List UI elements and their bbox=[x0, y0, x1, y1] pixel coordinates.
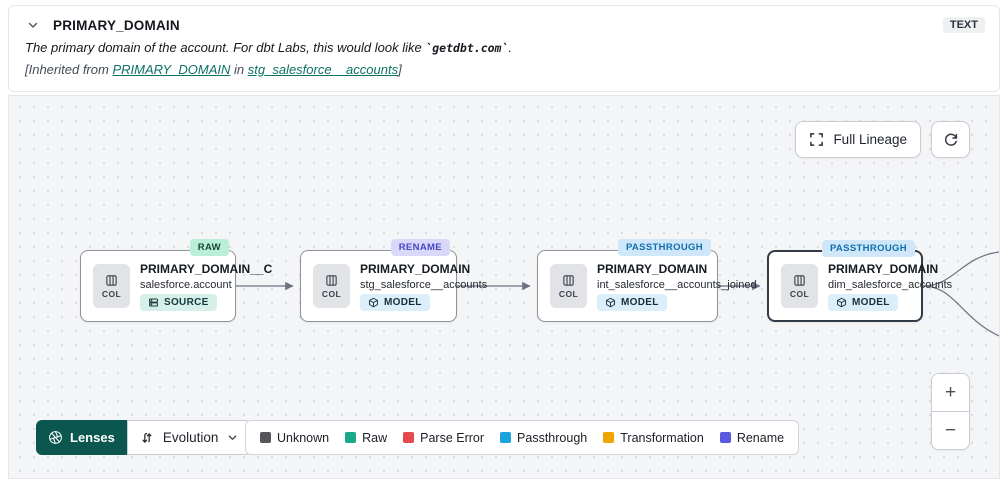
column-description: The primary domain of the account. For d… bbox=[9, 33, 999, 55]
node-column-name: PRIMARY_DOMAIN bbox=[828, 261, 939, 276]
legend-swatch bbox=[603, 432, 615, 443]
legend-item: Raw bbox=[345, 431, 387, 445]
legend-item: Unknown bbox=[260, 431, 329, 445]
legend-label: Raw bbox=[362, 430, 388, 445]
model-icon bbox=[606, 297, 615, 307]
full-lineage-button[interactable]: Full Lineage bbox=[795, 121, 921, 158]
legend-swatch bbox=[500, 432, 512, 443]
resource-type-label: MODEL bbox=[852, 296, 890, 308]
inherited-close-text: ] bbox=[398, 62, 402, 77]
collapse-chevron-icon[interactable] bbox=[25, 17, 41, 33]
model-icon bbox=[369, 297, 378, 307]
columns-icon bbox=[106, 274, 117, 286]
node-column-name: PRIMARY_DOMAIN bbox=[597, 261, 708, 276]
columns-icon bbox=[326, 274, 337, 286]
resource-type-badge: MODEL bbox=[360, 293, 430, 311]
lineage-node[interactable]: RENAME COL PRIMARY_DOMAIN stg_salesforce… bbox=[300, 239, 487, 322]
col-label: COL bbox=[558, 288, 579, 299]
inherited-column-link[interactable]: PRIMARY_DOMAIN bbox=[112, 62, 231, 77]
description-text: The primary domain of the account. For d… bbox=[25, 40, 426, 55]
lens-selector[interactable]: Evolution bbox=[126, 420, 252, 455]
legend-swatch bbox=[345, 432, 357, 443]
resource-type-badge: MODEL bbox=[828, 293, 898, 311]
lineage-node[interactable]: RAW COL PRIMARY_DOMAIN__C salesforce.acc… bbox=[80, 239, 272, 322]
column-details-panel: PRIMARY_DOMAIN TEXT The primary domain o… bbox=[8, 5, 1000, 92]
inherited-connector-text: in bbox=[230, 62, 248, 77]
lenses-button[interactable]: Lenses bbox=[36, 420, 127, 455]
node-column-name: PRIMARY_DOMAIN bbox=[360, 261, 471, 276]
legend-label: Passthrough bbox=[517, 430, 588, 445]
columns-icon bbox=[563, 274, 574, 286]
resource-type-label: MODEL bbox=[621, 296, 659, 308]
node-model-name: stg_salesforce__accounts bbox=[360, 278, 488, 291]
legend-label: Rename bbox=[736, 430, 785, 445]
node-status-badge: PASSTHROUGH bbox=[617, 239, 711, 256]
lineage-edges bbox=[236, 251, 999, 337]
column-type-box: COL bbox=[550, 264, 587, 308]
zoom-controls: + − bbox=[931, 373, 970, 450]
node-info: PRIMARY_DOMAIN int_salesforce__accounts_… bbox=[597, 261, 757, 311]
column-type-badge: TEXT bbox=[942, 17, 985, 33]
inherited-from-line: [Inherited from PRIMARY_DOMAIN in stg_sa… bbox=[9, 55, 999, 77]
full-lineage-label: Full Lineage bbox=[833, 132, 907, 147]
lenses-label: Lenses bbox=[70, 430, 115, 445]
source-icon bbox=[149, 297, 158, 307]
resource-type-badge: SOURCE bbox=[140, 293, 217, 311]
col-label: COL bbox=[101, 288, 122, 299]
column-type-box: COL bbox=[781, 264, 818, 308]
legend-item: Parse Error bbox=[403, 431, 484, 445]
description-suffix: . bbox=[508, 40, 513, 55]
refresh-button[interactable] bbox=[931, 121, 970, 158]
lens-aperture-icon bbox=[49, 431, 62, 444]
legend-item: Rename bbox=[719, 430, 785, 445]
column-type-box: COL bbox=[313, 264, 350, 308]
node-model-name: salesforce.account bbox=[140, 278, 232, 291]
node-column-name: PRIMARY_DOMAIN__C bbox=[140, 261, 273, 276]
col-label: COL bbox=[321, 288, 342, 299]
inherited-open-text: [Inherited from bbox=[25, 62, 113, 77]
zoom-in-button[interactable]: + bbox=[932, 374, 969, 411]
expand-icon bbox=[809, 132, 824, 147]
model-icon bbox=[837, 297, 846, 307]
legend-swatch bbox=[719, 432, 731, 443]
lineage-node[interactable]: PASSTHROUGH COL PRIMARY_DOMAIN int_sales… bbox=[537, 239, 757, 322]
lenses-toolbar: Lenses Evolution bbox=[36, 420, 252, 455]
chevron-down-icon bbox=[229, 435, 237, 440]
node-info: PRIMARY_DOMAIN__C salesforce.account SOU… bbox=[140, 262, 272, 311]
columns-icon bbox=[794, 274, 805, 286]
inherited-model-link[interactable]: stg_salesforce__accounts bbox=[247, 62, 399, 77]
legend-label: Parse Error bbox=[420, 430, 485, 445]
node-status-badge: RAW bbox=[189, 239, 229, 256]
column-title: PRIMARY_DOMAIN bbox=[53, 17, 180, 33]
column-type-box: COL bbox=[93, 264, 130, 308]
legend-label: Unknown bbox=[277, 430, 330, 445]
evolution-icon bbox=[142, 432, 152, 443]
resource-type-badge: MODEL bbox=[597, 293, 667, 311]
node-info: PRIMARY_DOMAIN stg_salesforce__accounts … bbox=[360, 262, 487, 311]
col-label: COL bbox=[789, 288, 810, 299]
node-status-badge: RENAME bbox=[390, 239, 450, 256]
active-lens-label: Evolution bbox=[162, 430, 219, 445]
node-model-name: dim_salesforce_accounts bbox=[828, 278, 953, 291]
lineage-canvas[interactable]: Full Lineage RAW COL PRIMARY_DOMAIN__C s… bbox=[8, 95, 1000, 479]
lineage-legend: Unknown Raw Parse Error Passthrough Tran… bbox=[245, 420, 800, 455]
column-title-row: PRIMARY_DOMAIN TEXT bbox=[9, 6, 999, 33]
node-info: PRIMARY_DOMAIN dim_salesforce_accounts M… bbox=[828, 262, 952, 311]
resource-type-label: SOURCE bbox=[164, 296, 209, 308]
node-model-name: int_salesforce__accounts_joined bbox=[597, 278, 757, 291]
lineage-node[interactable]: PASSTHROUGH COL PRIMARY_DOMAIN dim_sales… bbox=[767, 240, 952, 322]
refresh-icon bbox=[943, 132, 959, 148]
resource-type-label: MODEL bbox=[384, 296, 422, 308]
legend-item: Transformation bbox=[603, 431, 704, 445]
node-status-badge: PASSTHROUGH bbox=[821, 240, 915, 257]
zoom-out-button[interactable]: − bbox=[932, 411, 969, 449]
legend-item: Passthrough bbox=[500, 431, 587, 445]
description-code: `getdbt.com` bbox=[425, 41, 509, 55]
legend-label: Transformation bbox=[620, 430, 704, 445]
legend-swatch bbox=[260, 432, 271, 443]
legend-swatch bbox=[403, 432, 415, 443]
